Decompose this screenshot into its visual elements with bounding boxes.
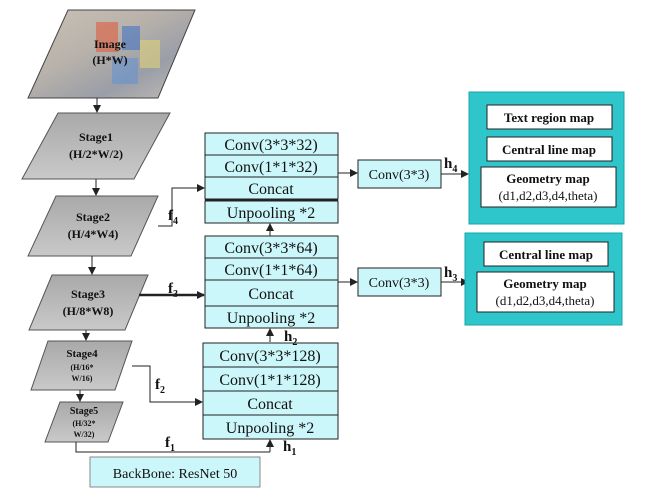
merge-block-middle: Conv(3*3*64) Conv(1*1*64) Concat Unpooli… [204,235,339,329]
merge-middle-concat-label: Concat [248,286,294,303]
stage2-size: (H/4*W4) [68,227,119,241]
output-bottom-geometry: Geometry map [503,276,586,291]
merge-top-concat-label: Concat [248,181,294,198]
label-h4: h4 [444,156,457,175]
head-bottom-conv [357,267,442,297]
merge-bottom-conv1x1 [202,366,339,392]
stage4-size-line1: (H/16* [70,363,93,372]
stage4-shape [30,340,133,391]
stage5-label: Stage5 [70,406,98,417]
arrow-f4 [158,184,205,227]
merge-block-top: Conv(3*3*32) Conv(1*1*32) Concat Unpooli… [204,132,339,224]
merge-bottom-unpool [202,414,339,440]
input-image-size: (H*W) [92,53,127,67]
merge-bottom-unpool-label: Unpooling *2 [226,420,314,437]
stage3: Stage3 (H/8*W8) [28,274,149,331]
merge-bottom-concat-label: Concat [247,396,293,413]
label-f3: f3 [168,281,178,300]
merge-top-conv1x1-label: Conv(1*1*32) [224,159,317,176]
output-bottom-geometry-params: (d1,d2,d3,d4,theta) [496,293,595,308]
output-top-geometry-params: (d1,d2,d3,d4,theta) [499,188,598,203]
merge-middle-conv1x1-label: Conv(1*1*64) [224,262,317,279]
label-f4: f4 [168,208,178,227]
head-top-conv-label: Conv(3*3) [369,168,430,183]
output-top-central-line-box [486,136,613,162]
output-top-text-region: Text region map [504,110,594,125]
stage3-size: (H/8*W8) [63,304,114,318]
merge-bottom-conv3x3-label: Conv(3*3*128) [219,348,320,365]
output-top-central-line: Central line map [502,142,596,157]
merge-middle-unpool-label: Unpooling *2 [227,310,315,327]
merge-middle-conv3x3-label: Conv(3*3*64) [224,240,317,257]
merge-top-unpool-label: Unpooling *2 [227,205,315,222]
stage5: Stage5 (H/32* W/32) [44,401,124,443]
output-top-geometry: Geometry map [506,171,589,186]
stage1: Stage1 (H/2*W/2) [21,112,171,180]
stage3-label: Stage3 [71,287,105,301]
output-panel-bottom: Central line map Geometry map (d1,d2,d3,… [464,232,623,326]
label-h1: h1 [283,439,296,458]
label-h2: h2 [284,329,297,348]
arrow-f1 [75,442,270,453]
backbone-box [89,456,261,488]
merge-bottom-concat [202,390,339,416]
output-top-geometry-box [480,166,617,208]
stage4-label: Stage4 [66,348,98,360]
stage5-size-line1: (H/32* [72,419,95,428]
head-bottom-conv-label: Conv(3*3) [369,276,430,291]
merge-block-bottom: Conv(3*3*128) Conv(1*1*128) Concat Unpoo… [202,342,339,440]
input-image-label: Image [94,37,127,51]
stage1-size: (H/2*W/2) [69,147,123,161]
backbone-arrows [76,98,101,402]
arrow-f2 [132,365,203,406]
stage2-shape [27,195,159,257]
label-f2: f2 [155,377,165,396]
input-image-photo [27,9,196,99]
stage1-shape [21,112,171,180]
output-panel-top: Text region map Central line map Geometr… [468,91,625,225]
backbone-text: BackBone: ResNet 50 [113,467,237,482]
stage4: Stage4 (H/16* W/16) [30,340,133,391]
stage1-label: Stage1 [79,130,113,144]
output-bottom-geometry-box [476,271,615,313]
stage5-shape [44,401,124,443]
output-bottom-central-line: Central line map [499,247,593,262]
head-bottom: Conv(3*3) h3 [338,265,469,297]
output-bottom-central-line-box [483,241,609,267]
input-image: Image (H*W) [27,9,196,99]
merge-bottom-conv3x3 [202,342,339,368]
label-h3: h3 [444,265,457,284]
stage4-size-line2: W/16) [72,374,93,383]
backbone-label: BackBone: ResNet 50 [89,456,261,488]
label-f1: f1 [165,435,175,454]
head-top-conv [357,159,442,189]
merge-bottom-conv1x1-label: Conv(1*1*128) [219,372,320,389]
stage3-shape [28,274,149,331]
merge-top-conv3x3-label: Conv(3*3*32) [224,137,317,154]
output-top-text-region-box [486,104,613,130]
stage2-label: Stage2 [76,210,110,224]
stage5-size-line2: W/32) [74,430,95,439]
stage2: Stage2 (H/4*W4) [27,195,159,257]
head-top: Conv(3*3) h4 [338,156,469,189]
